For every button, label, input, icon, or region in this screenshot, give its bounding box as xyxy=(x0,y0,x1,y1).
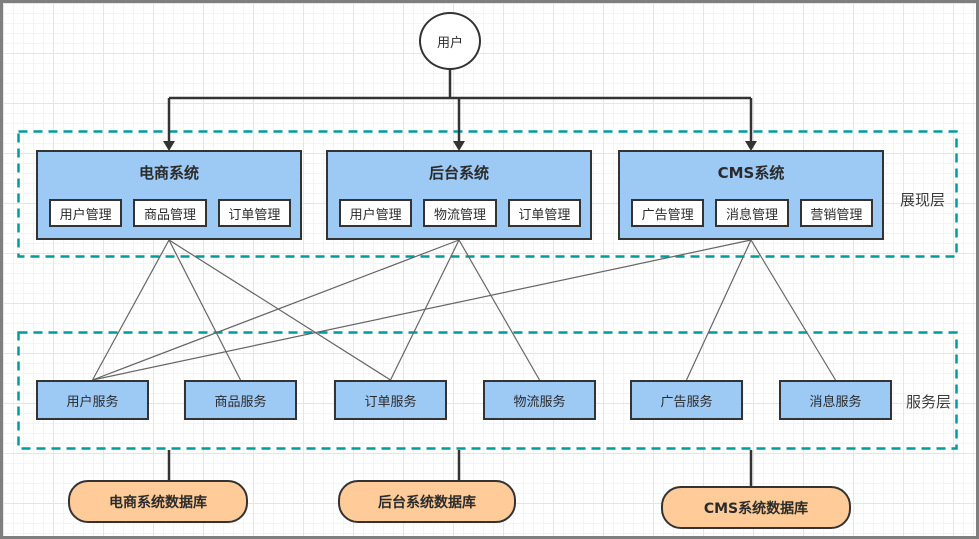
module-box[interactable]: 用户管理 xyxy=(49,199,123,227)
service-box-product[interactable]: 商品服务 xyxy=(184,380,297,420)
module-box[interactable]: 物流管理 xyxy=(423,199,497,227)
module-box[interactable]: 订单管理 xyxy=(217,199,291,227)
connector-lines-svg xyxy=(17,68,958,486)
system-title: CMS系统 xyxy=(717,164,785,182)
module-row: 用户管理 物流管理 订单管理 xyxy=(339,199,581,227)
module-box[interactable]: 用户管理 xyxy=(339,199,413,227)
database-ecommerce[interactable]: 电商系统数据库 xyxy=(68,480,248,523)
system-box-ecommerce[interactable]: 电商系统 用户管理 商品管理 订单管理 xyxy=(36,150,302,240)
module-row: 用户管理 商品管理 订单管理 xyxy=(49,199,291,227)
module-box[interactable]: 营销管理 xyxy=(799,199,873,227)
module-box[interactable]: 广告管理 xyxy=(631,199,705,227)
database-cms[interactable]: CMS系统数据库 xyxy=(661,486,851,529)
service-box-message[interactable]: 消息服务 xyxy=(779,380,892,420)
system-box-cms[interactable]: CMS系统 广告管理 消息管理 营销管理 xyxy=(618,150,884,240)
service-box-ad[interactable]: 广告服务 xyxy=(630,380,743,420)
database-backend[interactable]: 后台系统数据库 xyxy=(338,480,516,523)
module-box[interactable]: 订单管理 xyxy=(507,199,581,227)
module-box[interactable]: 消息管理 xyxy=(715,199,789,227)
module-row: 广告管理 消息管理 营销管理 xyxy=(631,199,873,227)
service-box-logistics[interactable]: 物流服务 xyxy=(483,380,596,420)
module-box[interactable]: 商品管理 xyxy=(133,199,207,227)
service-box-order[interactable]: 订单服务 xyxy=(334,380,447,420)
system-title: 电商系统 xyxy=(138,164,199,182)
service-layer-label: 服务层 xyxy=(906,393,952,411)
service-box-user[interactable]: 用户服务 xyxy=(36,380,149,420)
presentation-layer-label: 展现层 xyxy=(900,191,946,209)
user-node-label: 用户 xyxy=(436,35,463,51)
system-title: 后台系统 xyxy=(428,164,489,182)
system-box-backend[interactable]: 后台系统 用户管理 物流管理 订单管理 xyxy=(326,150,592,240)
user-node[interactable]: 用户 xyxy=(419,12,481,70)
